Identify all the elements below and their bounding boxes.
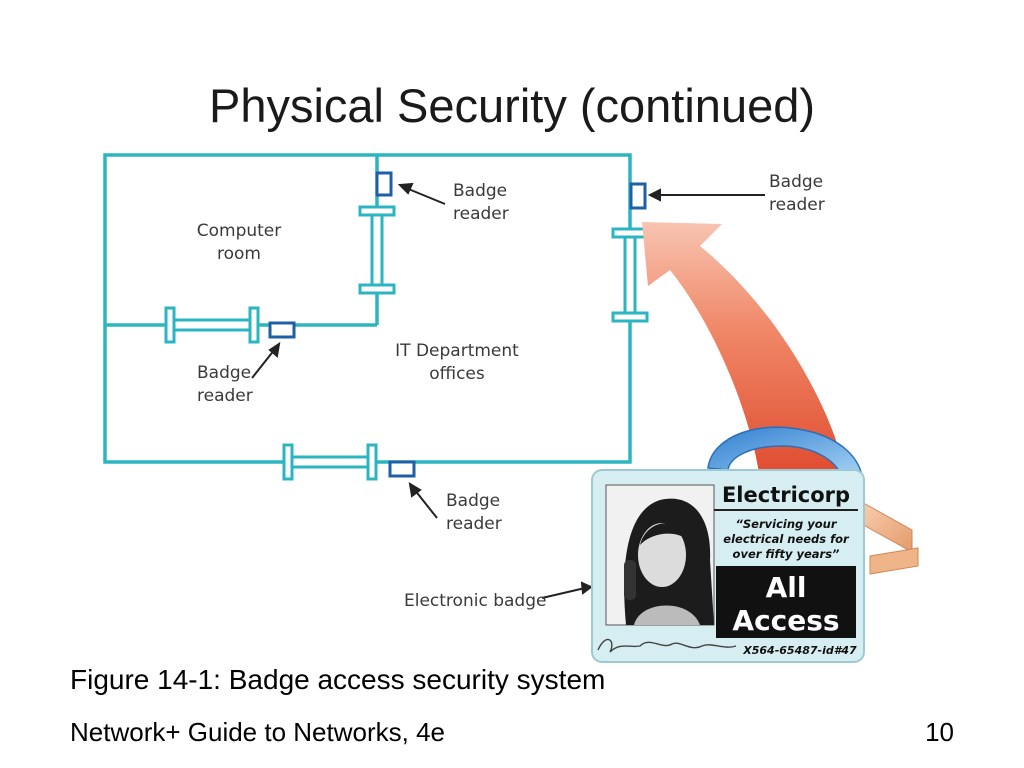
computer-room-label-2: room [217,244,261,264]
badge-reader-label-3a: Badge [197,363,251,383]
badge-reader-label-4b: reader [446,514,502,534]
badge-slogan-2: electrical needs for [723,532,850,546]
badge-reader-2 [629,182,647,210]
badge-photo [605,484,715,626]
slide-title: Physical Security (continued) [208,79,816,132]
badge-reader-label-4a: Badge [446,491,500,511]
computer-room-label-1: Computer [197,221,282,241]
badge-slogan-3: over fifty years” [733,547,840,561]
it-offices-label-2: offices [429,364,485,384]
badge-reader-4 [388,460,416,478]
badge-reader-3 [268,321,296,339]
it-offices-label-1: IT Department [395,341,519,361]
badge-reader-label-3b: reader [197,386,253,406]
footer-book-title: Network+ Guide to Networks, 4e [70,717,445,747]
electronic-badge-card: Electricorp “Servicing your electrical n… [591,469,865,663]
badge-signature [597,638,737,653]
door-bottom-wall [282,443,378,481]
door-right-wall [611,227,649,323]
badge-reader-label-2a: Badge [769,172,823,192]
badge-company: Electricorp [722,483,850,507]
badge-reader-label-1a: Badge [453,181,507,201]
badge-slogan-1: “Servicing your [735,517,837,531]
badge-swipe-arrow [642,222,846,480]
badge-access-box [716,566,856,638]
badge-reader-label-1b: reader [453,204,509,224]
badge-access-1: All [766,571,807,604]
badge-id-number: X564-65487-id#47 [742,644,857,657]
badge-reader-label-2b: reader [769,195,825,215]
badge-reader-1 [375,171,393,197]
pointer-arrows [251,182,765,599]
page-number: 10 [925,717,954,747]
door-computer-room-horizontal [164,306,260,344]
electronic-badge-label: Electronic badge [404,591,546,611]
badge-access-2: Access [732,604,839,637]
figure-caption: Figure 14-1: Badge access security syste… [70,664,606,695]
door-computer-room-vertical [358,205,396,295]
